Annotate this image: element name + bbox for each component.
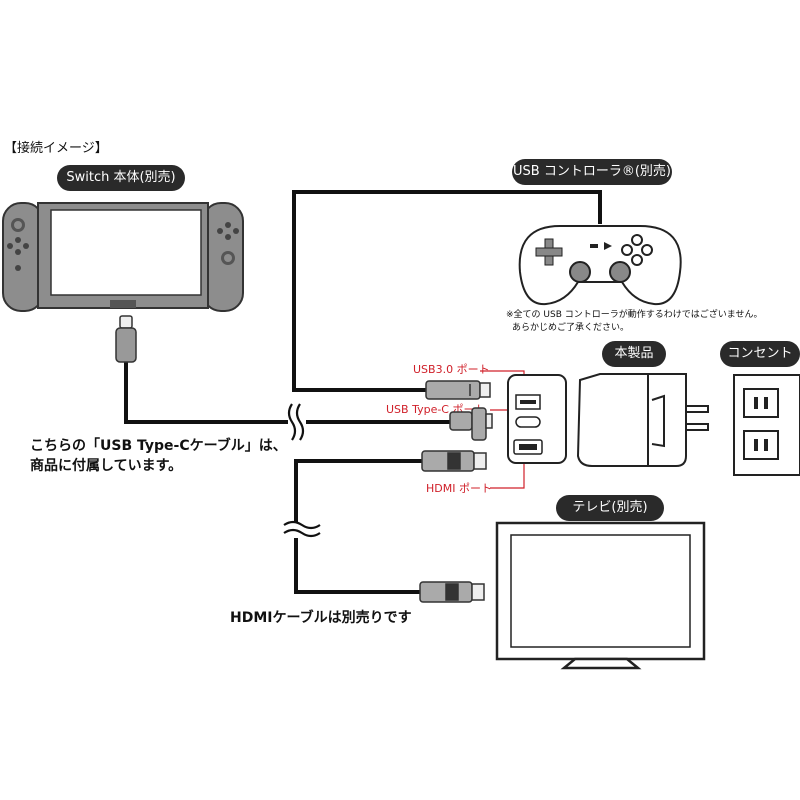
product-port-panel-icon bbox=[507, 374, 567, 464]
typec-cable bbox=[124, 360, 288, 424]
hdmi-cable bbox=[294, 459, 424, 522]
product-adapter-icon bbox=[576, 373, 709, 467]
cable-break-marks bbox=[283, 403, 321, 538]
controller-note-line2: あらかじめご了承ください。 bbox=[512, 323, 630, 333]
product-label: 本製品 bbox=[602, 341, 666, 367]
controller-note-line1: ※全ての USB コントローラが動作するわけではございません。 bbox=[506, 310, 763, 320]
cables bbox=[124, 190, 602, 594]
switch-console-icon bbox=[2, 202, 244, 312]
outlet-label: コンセント bbox=[720, 341, 800, 367]
usb-a-plug-icon bbox=[425, 380, 491, 400]
tv-label: テレビ(別売) bbox=[556, 495, 664, 521]
typec-cable-caption-line1: こちらの「USB Type-Cケーブル」は、 bbox=[30, 438, 287, 454]
hdmi-cable-caption: HDMIケーブルは別売りです bbox=[230, 610, 412, 626]
diagram-heading: 【接続イメージ】 bbox=[4, 141, 108, 156]
hdmi-plug-bottom-icon bbox=[419, 581, 485, 603]
usb-controller-icon bbox=[518, 225, 682, 306]
usb3-port-label: USB3.0 ポート bbox=[413, 363, 490, 376]
television-icon bbox=[495, 521, 706, 670]
controller-label: USB コントローラ®(別売) bbox=[512, 159, 672, 185]
typec-angle-plug-icon bbox=[449, 407, 493, 441]
switch-typec-plug-icon bbox=[115, 315, 137, 363]
hdmi-plug-top-icon bbox=[421, 450, 487, 472]
switch-label: Switch 本体(別売) bbox=[57, 165, 185, 191]
hdmi-port-label: HDMI ポート bbox=[426, 482, 492, 495]
wall-outlet-icon bbox=[733, 374, 800, 476]
controller-cable bbox=[292, 190, 602, 392]
typec-cable-caption-line2: 商品に付属しています。 bbox=[30, 458, 183, 474]
